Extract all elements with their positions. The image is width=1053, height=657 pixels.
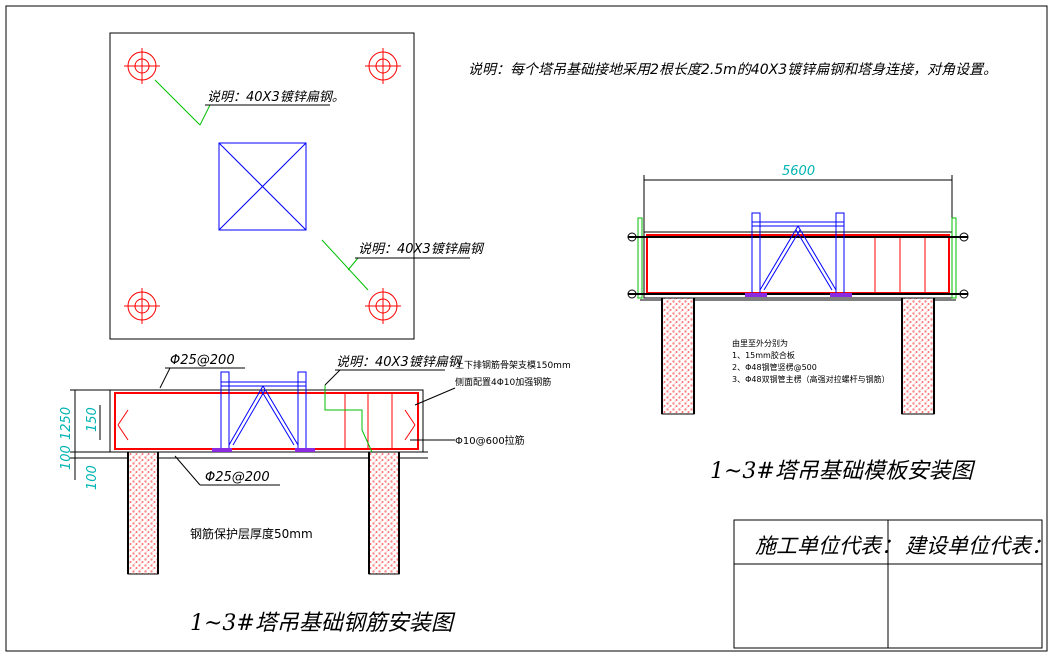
plan-note-top: 说明：40X3镀锌扁钢。 (207, 90, 345, 105)
rebar-title: 1~3#塔吊基础钢筋安装图 (190, 611, 456, 636)
form-rebar (646, 234, 950, 294)
dim-150-a: 150 (85, 407, 100, 432)
ground-marker-tl (124, 48, 160, 84)
dim-100-b: 100 (85, 465, 100, 490)
formwork-legend-0: 由里至外分别为 (732, 338, 788, 348)
tower-frame (212, 371, 315, 452)
tower-section (218, 142, 307, 231)
spacing-note-2: 侧面配置4Φ10加强钢筋 (455, 376, 551, 388)
leader-bottom (321, 239, 369, 291)
pile-left (127, 451, 159, 575)
formwork-title: 1~3#塔吊基础模板安装图 (710, 459, 976, 484)
rebar-cage (114, 392, 419, 450)
ground-marker-bl (124, 288, 160, 324)
form-pile-right (901, 297, 935, 415)
plan-note-bottom: 说明：40X3镀锌扁钢 (358, 242, 485, 257)
owner-rep-label: 建设单位代表： (905, 534, 1052, 558)
cover-note: 钢筋保护层厚度50mm (190, 526, 313, 541)
bar-top-label: Φ25@200 (170, 353, 235, 368)
tie-bar-label: Φ10@600拉筋 (455, 434, 525, 447)
foundation-outline (109, 32, 415, 340)
construction-rep-label: 施工单位代表： (755, 534, 902, 558)
form-tower-frame (745, 212, 852, 297)
rebar-section: 1250 100 150 100 Φ25@200 Φ25@200 说明：40X3… (59, 353, 571, 636)
grounding-note: 说明：每个塔吊基础接地采用2根长度2.5m的40X3镀锌扁钢和塔身连接，对角设置… (468, 62, 997, 78)
bar-bottom-label: Φ25@200 (205, 470, 270, 485)
formwork-legend-2: 2、Φ48钢管竖楞@500 (732, 362, 817, 372)
formwork-legend-1: 1、15mm胶合板 (732, 350, 795, 360)
pile-right (368, 451, 400, 575)
section-grounding-note: 说明：40X3镀锌扁钢 (336, 355, 463, 370)
width-dim: 5600 (782, 164, 815, 179)
dim-100-a: 100 (59, 445, 74, 470)
drawing-border (5, 5, 1048, 652)
formwork-legend-3: 3、Φ48双钢管主楞（高强对拉螺杆与钢筋） (732, 374, 890, 384)
foundation-plan: 说明：40X3镀锌扁钢。 说明：40X3镀锌扁钢 (109, 32, 485, 340)
formwork-section: 5600 (627, 164, 976, 484)
signature-table: 施工单位代表： 建设单位代表： (733, 519, 1052, 649)
form-pile-left (661, 297, 695, 415)
spacing-note-1: 上下排钢筋骨架支模150mm (455, 359, 571, 371)
leader-top (154, 79, 201, 126)
dim-1250: 1250 (59, 407, 74, 440)
ground-marker-tr (365, 48, 401, 84)
ground-marker-br (365, 288, 401, 324)
